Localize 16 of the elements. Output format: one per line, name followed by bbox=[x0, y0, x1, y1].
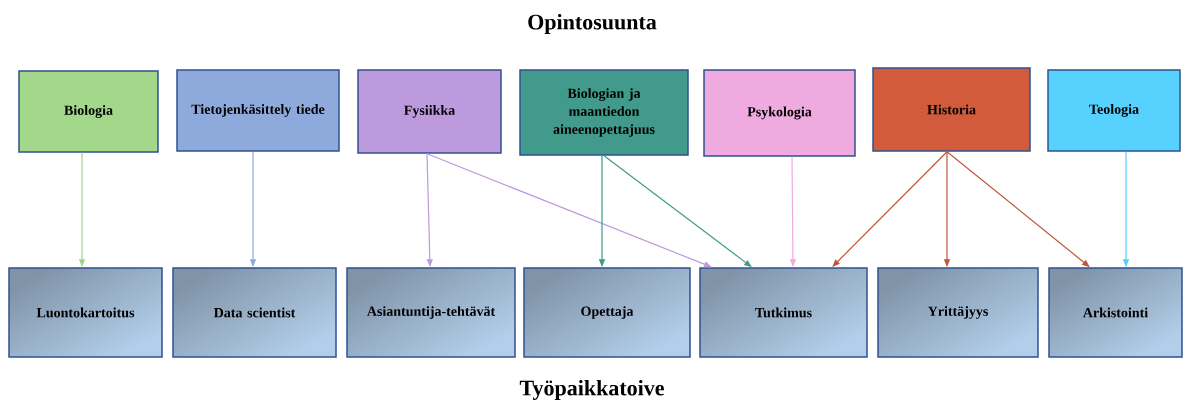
row-heading: Työpaikkatoive bbox=[519, 380, 664, 400]
category-box: Fysiikka bbox=[357, 69, 502, 154]
category-box: Historia bbox=[872, 67, 1031, 152]
category-box: Tietojenkäsittely tiede bbox=[176, 69, 340, 152]
goal-box: Luontokartoitus bbox=[8, 267, 163, 358]
goal-box: Tutkimus bbox=[699, 267, 868, 358]
category-box: Teologia bbox=[1047, 69, 1181, 152]
category-box: Psykologia bbox=[703, 69, 856, 157]
goal-box: Arkistointi bbox=[1048, 267, 1183, 358]
goal-box: Opettaja bbox=[523, 267, 691, 358]
category-box: Biologian ja maantiedon aineenopettajuus bbox=[519, 69, 689, 156]
goal-box: Yrittäjyys bbox=[877, 267, 1039, 358]
goal-box: Asiantuntija-tehtävät bbox=[346, 267, 516, 358]
title: Opintosuunta bbox=[528, 14, 657, 34]
category-box: Biologia bbox=[18, 70, 159, 153]
goal-box: Data scientist bbox=[172, 267, 337, 358]
